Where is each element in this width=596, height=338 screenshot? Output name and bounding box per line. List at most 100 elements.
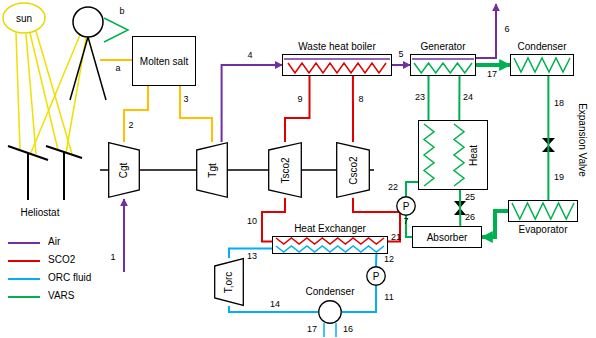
coils: [276, 58, 574, 318]
node-text: T,orc: [223, 271, 234, 293]
node-text: Tsco2: [280, 157, 291, 183]
callout-number: 17: [307, 325, 317, 335]
callout-number: 5: [398, 50, 403, 60]
coil: [514, 58, 570, 72]
evaporator-box: Evaporator: [508, 200, 578, 222]
node-text: Condenser: [518, 41, 567, 52]
condenser-box: Condenser: [510, 54, 574, 76]
air-exhaust: [476, 4, 496, 58]
callout-number: 16: [343, 325, 353, 335]
callout-number: 14: [270, 300, 280, 310]
callout-number: 24: [463, 93, 473, 103]
node-text: P: [373, 271, 380, 282]
callout-number: 22: [388, 183, 398, 193]
flow-connector: [352, 76, 354, 142]
legend-line: [8, 296, 40, 298]
callout-number: 26: [465, 213, 475, 223]
coil: [424, 124, 434, 186]
legend-text: ORC fluid: [48, 272, 91, 283]
callout-number: 19: [554, 173, 564, 183]
legend-text: SCO2: [48, 254, 75, 265]
node-text: Heat: [468, 144, 479, 165]
node-text: Molten salt: [140, 56, 188, 67]
flow-connector: [180, 86, 212, 142]
part-name: Expansion Valve: [577, 103, 588, 177]
flow-line: [412, 58, 474, 60]
heat-exchanger-box: Heat Exchanger: [272, 236, 388, 254]
coil: [512, 203, 574, 219]
callout-number: 18: [554, 99, 564, 109]
legend-text: Air: [48, 236, 60, 247]
heat-exchanger-box: Heat: [418, 120, 488, 190]
flow-connector: [459, 190, 461, 226]
generator-box: Generator: [410, 54, 476, 76]
boiler-box: Waste heat boiler: [282, 54, 392, 76]
callout-number: 12: [384, 255, 394, 265]
callout-number: 11: [384, 293, 393, 303]
legend-text: VARS: [48, 290, 75, 301]
sun-rays: [16, 31, 86, 155]
callout-number: 25: [465, 193, 475, 203]
node-text: Absorber: [427, 232, 468, 243]
compressor: Csco2: [336, 142, 370, 198]
condenser-circle-outline: [318, 300, 342, 324]
legend-line: [8, 278, 40, 280]
stream-letter: b: [119, 7, 124, 17]
callout-number: 6: [504, 25, 509, 35]
node-text: Heat Exchanger: [294, 223, 366, 234]
compressor: Cgt: [108, 142, 140, 198]
absorber-box: Absorber: [412, 226, 482, 248]
flow-connector: [222, 65, 282, 142]
node-text: Evaporator: [519, 224, 568, 235]
flow-connector: [262, 198, 285, 241]
callout-number: 4: [247, 51, 252, 61]
callout-number: 21: [391, 233, 401, 243]
callout-number: 2: [128, 121, 133, 131]
callout-number: 9: [297, 95, 302, 105]
flow-connector: [392, 64, 410, 66]
turbine: Tsco2: [268, 142, 302, 198]
flow-connector: [375, 254, 377, 266]
node-text: Condenser: [306, 286, 355, 297]
node-text: P: [403, 201, 410, 212]
receiver-outlet-b: [104, 18, 128, 42]
flow-connector: [482, 211, 508, 237]
flow-connector: [124, 86, 148, 142]
node-text: sun: [16, 13, 32, 24]
node-text: Tgt: [206, 163, 217, 177]
node-text: Generator: [420, 41, 465, 52]
condenser-circle: Condenser: [318, 300, 342, 324]
legend-line: [8, 242, 40, 244]
callout-number: 7: [403, 217, 408, 227]
stream-letter: a: [115, 64, 120, 74]
flow-connector: [406, 182, 418, 196]
receiver-line-a: [100, 59, 132, 61]
flow-connector: [285, 76, 310, 142]
flow-line: [284, 58, 390, 60]
callout-number: 23: [415, 93, 425, 103]
callout-number: 1: [110, 253, 115, 263]
callout-number: 3: [183, 95, 188, 105]
coil: [288, 63, 386, 73]
coil: [276, 238, 384, 244]
coil: [414, 63, 472, 73]
turbine: T,orc: [214, 258, 244, 306]
flow-connector: [427, 76, 429, 120]
solar-tower: [70, 7, 106, 100]
node-text: Cgt: [119, 162, 130, 178]
node-text: Waste heat boiler: [298, 41, 375, 52]
part-name: Heliostat: [21, 207, 60, 218]
callout-number: 8: [358, 95, 363, 105]
air-inlet: [123, 199, 125, 272]
cooling-water-lines: [324, 323, 336, 337]
coil: [454, 124, 464, 186]
callout-number: 10: [247, 217, 257, 227]
turbine: Tgt: [196, 142, 228, 198]
callout-number: 17: [487, 70, 497, 80]
coil: [276, 246, 384, 252]
flow-connector: [458, 76, 460, 120]
shaft: [100, 169, 374, 171]
pump-circle: P: [366, 266, 386, 286]
pump-circle: P: [396, 196, 416, 216]
